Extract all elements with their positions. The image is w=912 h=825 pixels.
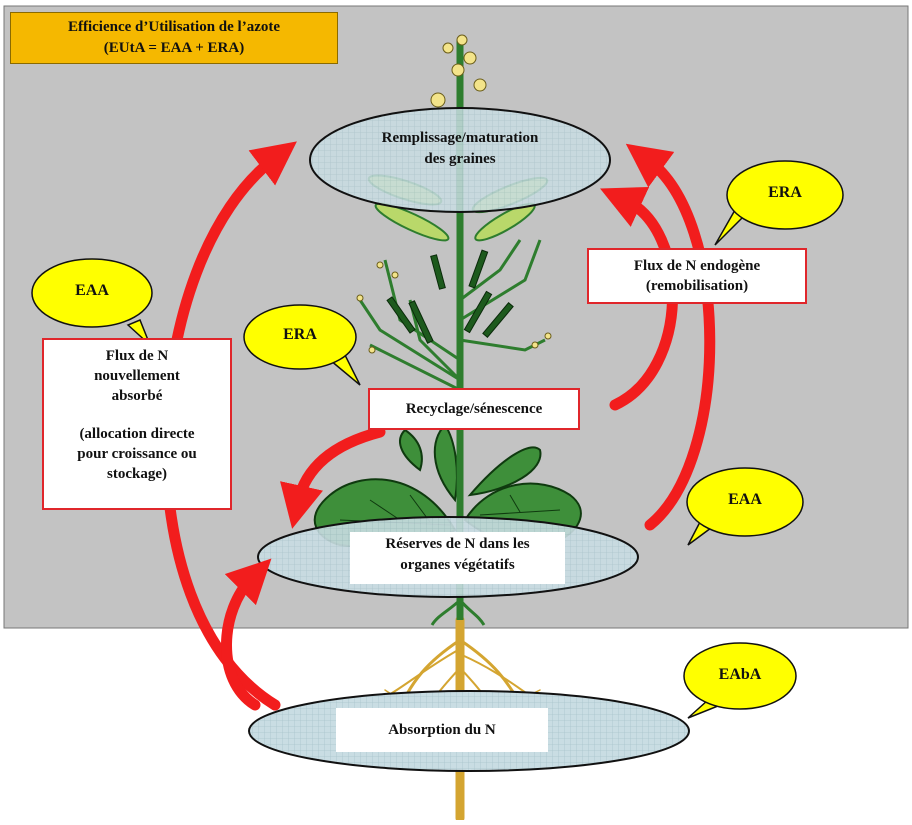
- bubble-era-mid: [243, 304, 361, 386]
- endogenous-line-1: Flux de N endogène: [633, 258, 761, 274]
- endogenous-line-2: (remobilisation): [645, 278, 749, 294]
- new-flux-line-2: nouvellement: [94, 368, 180, 384]
- bubble-eaba-text: EAbA: [718, 666, 762, 683]
- seeds-line-1: Remplissage/maturation: [381, 130, 539, 146]
- new-flux-line-1: Flux de N: [105, 348, 169, 364]
- arrow-recycling-to-reserves: [280, 426, 386, 529]
- recycling-box: Recyclage/sénescence: [368, 388, 580, 430]
- pods: [386, 249, 514, 344]
- arrow-absorption-to-reserves: [221, 558, 272, 711]
- bubble-era-mid-text: ERA: [283, 326, 317, 343]
- flowers: [356, 34, 552, 354]
- seed-filling-ellipse: [309, 107, 611, 213]
- new-flux-line-3: absorbé: [111, 388, 163, 404]
- arrow-reserves-to-seeds: [625, 143, 716, 531]
- reserves-label: Réserves de N dans les organes végétatif…: [350, 532, 565, 584]
- bubble-eaa-left: [31, 258, 153, 346]
- seed-filling-label: Remplissage/maturation des graines: [360, 128, 560, 170]
- new-flux-line-5: pour croissance ou: [77, 446, 197, 462]
- reserves-line-2: organes végétatifs: [400, 557, 515, 573]
- new-flux-line-6: stockage): [107, 466, 167, 482]
- endogenous-n-flux-box: Flux de N endogène (remobilisation): [587, 248, 807, 304]
- new-n-flux-box: Flux de N nouvellement absorbé (allocati…: [42, 338, 232, 510]
- bubble-eaa-right: [686, 467, 804, 546]
- reserves-line-1: Réserves de N dans les: [385, 536, 530, 552]
- bubble-era-top-right-text: ERA: [768, 184, 802, 201]
- diagram-title: Efficience d’Utilisation de l’azote (EUt…: [10, 12, 338, 64]
- bubble-era-top-right: [714, 160, 844, 246]
- absorption-label: Absorption du N: [336, 708, 548, 752]
- title-line-1: Efficience d’Utilisation de l’azote: [67, 19, 281, 35]
- seeds-line-2: des graines: [424, 151, 496, 167]
- new-flux-line-4: (allocation directe: [79, 426, 195, 442]
- bubble-eaa-left-text: EAA: [75, 282, 109, 299]
- title-line-2: (EUtA = EAA + ERA): [103, 40, 245, 56]
- bubble-eaa-right-text: EAA: [728, 491, 762, 508]
- bubble-eaba: [683, 642, 797, 719]
